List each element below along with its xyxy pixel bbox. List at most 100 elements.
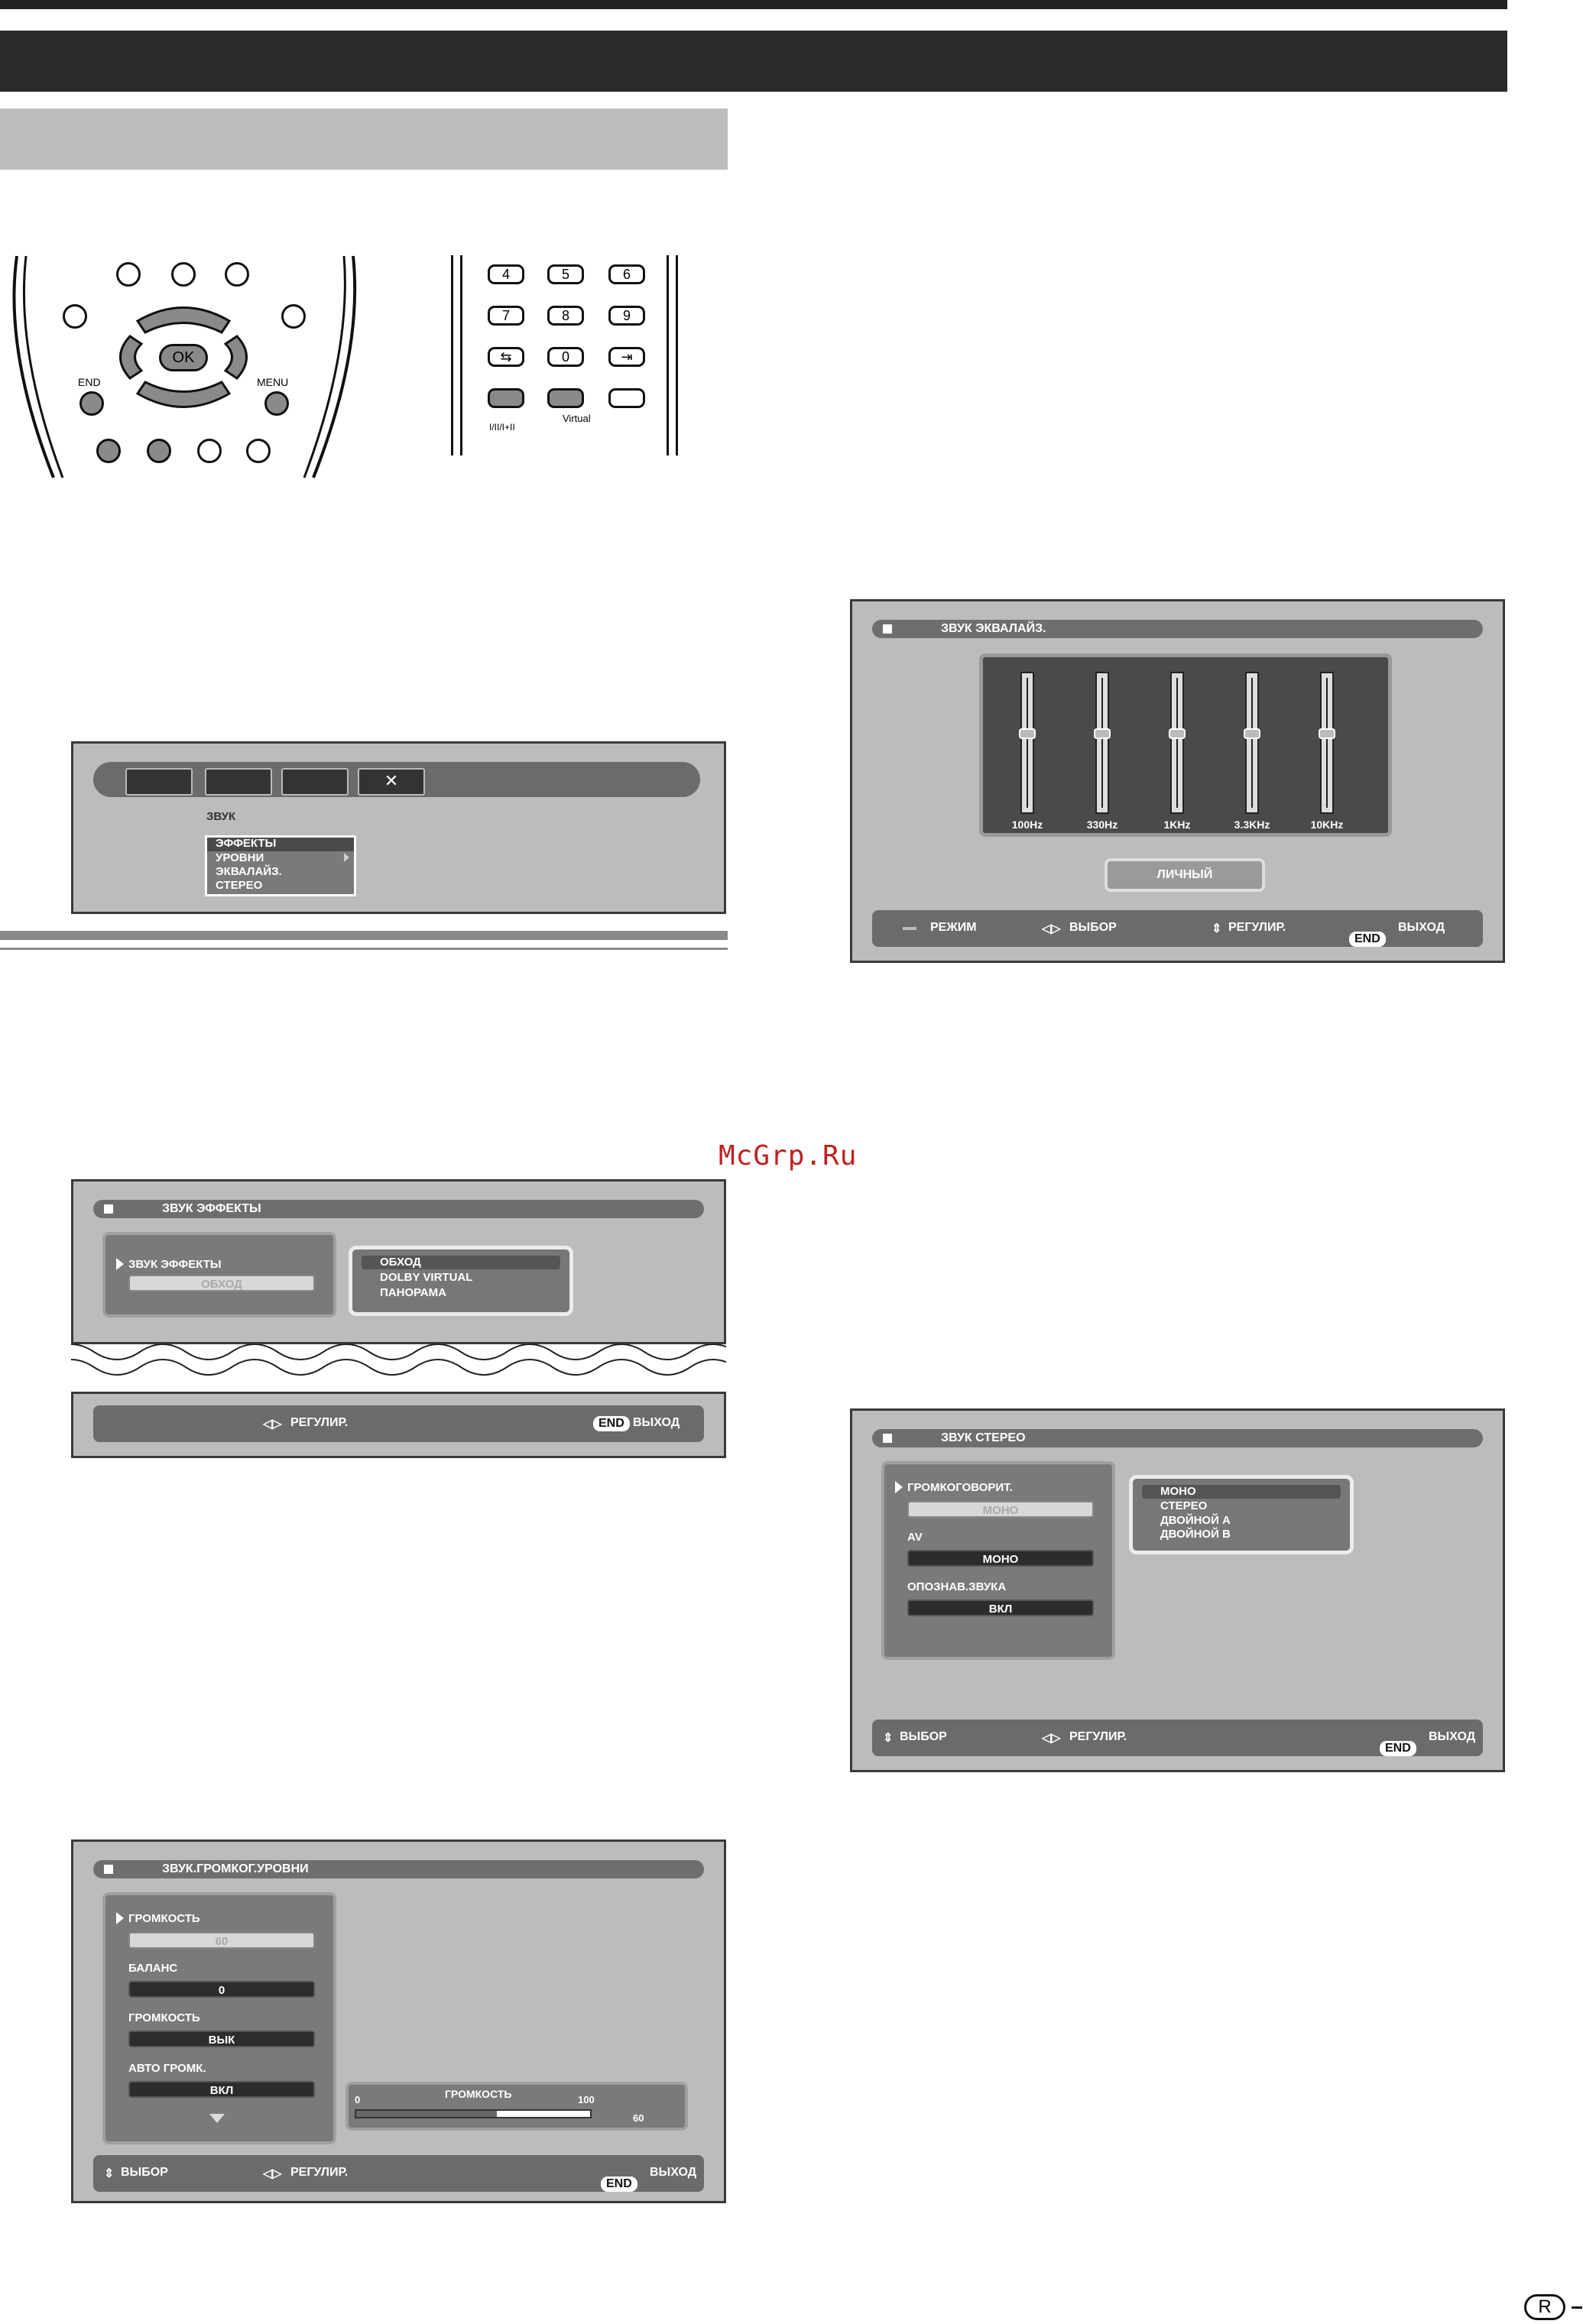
eq-slider-track[interactable] xyxy=(1245,672,1259,814)
option-bypass[interactable]: ОБХОД xyxy=(380,1256,421,1269)
level-value-volume-2[interactable]: ВЫК xyxy=(128,2031,315,2047)
effects-options-popup: ОБХОД DOLBY VIRTUAL ПАНОРАМА xyxy=(349,1246,573,1316)
effects-value-field[interactable]: ОБХОД xyxy=(128,1275,315,1292)
menu-label: MENU xyxy=(257,376,289,388)
remote-button xyxy=(225,262,249,287)
option-stereo[interactable]: СТЕРЕО xyxy=(1160,1499,1208,1512)
eq-slider-track[interactable] xyxy=(1170,672,1184,814)
section-divider-thin xyxy=(0,948,728,950)
key-6: 6 xyxy=(608,264,645,284)
input-key: ⇥ xyxy=(608,347,645,367)
eq-slider-track[interactable] xyxy=(1320,672,1334,814)
eq-band-label: 3.3KHz xyxy=(1234,818,1270,831)
eq-slider-knob[interactable] xyxy=(1169,728,1186,739)
menu-item-stereo[interactable]: СТЕРЕО xyxy=(216,879,263,892)
clock-tab-icon[interactable] xyxy=(281,768,349,796)
footer-adjust: РЕГУЛИР. xyxy=(1228,921,1286,934)
stereo-title: ЗВУК СТЕРЕО xyxy=(941,1431,1026,1444)
teletext-button xyxy=(281,304,306,329)
wide-key xyxy=(608,388,645,408)
menu-item-levels[interactable]: УРОВНИ xyxy=(216,851,264,864)
stereo-value-speaker[interactable]: МОНО xyxy=(907,1501,1094,1518)
stereo-title-bar: ЗВУК СТЕРЕО xyxy=(872,1429,1483,1447)
watermark: McGrp.Ru xyxy=(719,1140,858,1172)
footer-adjust: РЕГУЛИР. xyxy=(290,2166,349,2179)
picture-tab-icon[interactable] xyxy=(125,768,193,796)
option-highlight xyxy=(1142,1485,1341,1499)
eq-slider-knob[interactable] xyxy=(1244,728,1260,739)
footer-exit: ВЫХОД xyxy=(633,1416,680,1429)
level-label-volume-2: ГРОМКОСТЬ xyxy=(128,2011,200,2024)
footer-color-key xyxy=(903,927,916,930)
footer-adjust: РЕГУЛИР. xyxy=(1069,1730,1127,1743)
color-button xyxy=(147,439,171,463)
meter-track xyxy=(355,2109,592,2118)
option-panorama[interactable]: ПАНОРАМА xyxy=(380,1286,446,1299)
menu-list xyxy=(205,835,356,896)
audio-tab-icon[interactable] xyxy=(205,768,272,796)
color-button xyxy=(197,439,222,463)
eq-slider-knob[interactable] xyxy=(1019,728,1036,739)
key-7: 7 xyxy=(488,306,524,326)
effects-top: ЗВУК ЭФФЕКТЫ ЗВУК ЭФФЕКТЫ ОБХОД ОБХОД DO… xyxy=(71,1179,726,1344)
section-divider xyxy=(0,931,728,940)
footer-exit: ВЫХОД xyxy=(650,2166,697,2179)
footer-select: ВЫБОР xyxy=(1069,921,1117,934)
eq-preset-button[interactable]: ЛИЧНЫЙ xyxy=(1105,858,1265,892)
end-key: END xyxy=(601,2177,637,2192)
key-8: 8 xyxy=(547,306,584,326)
eq-title-bar: ЗВУК ЭКВАЛАЙЗ. xyxy=(872,620,1483,638)
footer-lr-icon: ◁▷ xyxy=(1042,1732,1061,1745)
level-value-volume[interactable]: 60 xyxy=(128,1932,315,1949)
tools-tab-icon[interactable]: ✕ xyxy=(358,768,425,796)
option-dual-b[interactable]: ДВОЙНОЙ В xyxy=(1160,1528,1231,1541)
cut-wave-icon xyxy=(71,1344,726,1376)
eq-slider-track[interactable] xyxy=(1095,672,1109,814)
effects-title: ЗВУК ЭФФЕКТЫ xyxy=(162,1202,261,1215)
color-button xyxy=(96,439,121,463)
end-button xyxy=(79,391,104,416)
eq-slider-knob[interactable] xyxy=(1094,728,1111,739)
eq-slider-track[interactable] xyxy=(1020,672,1034,814)
menu-item-effects[interactable]: ЭФФЕКТЫ xyxy=(216,837,277,850)
option-dolby-virtual[interactable]: DOLBY VIRTUAL xyxy=(380,1271,473,1284)
option-dual-a[interactable]: ДВОЙНОЙ А xyxy=(1160,1514,1231,1527)
eq-slider-knob[interactable] xyxy=(1319,728,1335,739)
eq-band-label: 100Hz xyxy=(1011,818,1043,831)
virtual-key xyxy=(547,388,584,408)
stereo-value-av[interactable]: МОНО xyxy=(907,1550,1094,1567)
stereo-value-sound-detect[interactable]: ВКЛ xyxy=(907,1600,1094,1616)
option-mono[interactable]: МОНО xyxy=(1160,1485,1196,1498)
selection-arrow-icon xyxy=(895,1481,903,1493)
level-value-auto-volume[interactable]: ВКЛ xyxy=(128,2081,315,2098)
submenu-arrow-icon xyxy=(344,853,349,862)
stereo-label-av: AV xyxy=(907,1531,923,1544)
menu-item-equalizer[interactable]: ЭКВАЛАЙЗ. xyxy=(216,865,282,878)
footer-exit: ВЫХОД xyxy=(1398,921,1445,934)
stereo-footer: ⇕ ВЫБОР ◁▷ РЕГУЛИР. END ВЫХОД xyxy=(872,1720,1483,1756)
footer-end-group: END xyxy=(593,1416,634,1431)
footer-lr-icon: ◁▷ xyxy=(263,2167,282,2180)
header-bar xyxy=(0,31,1507,92)
menu-highlight xyxy=(207,838,354,851)
footer-exit: ВЫХОД xyxy=(1429,1730,1476,1743)
effects-title-bar: ЗВУК ЭФФЕКТЫ xyxy=(93,1200,704,1218)
top-rule xyxy=(0,0,1507,9)
menu-button xyxy=(264,391,289,416)
level-value-balance[interactable]: 0 xyxy=(128,1981,315,1998)
meter-value: 60 xyxy=(633,2112,644,2124)
footer-adjust: РЕГУЛИР. xyxy=(290,1416,349,1429)
remote-button xyxy=(116,262,141,287)
footer-select: ВЫБОР xyxy=(900,1730,947,1743)
stereo-options-popup: МОНО СТЕРЕО ДВОЙНОЙ А ДВОЙНОЙ В xyxy=(1129,1475,1354,1554)
scroll-down-icon[interactable] xyxy=(209,2114,225,2123)
levels-title-bar: ЗВУК.ГРОМКОГ.УРОВНИ xyxy=(93,1860,704,1878)
level-label-volume: ГРОМКОСТЬ xyxy=(128,1912,200,1925)
virtual-label: Virtual xyxy=(563,413,591,424)
eq-band-label: 1KHz xyxy=(1163,818,1191,831)
footer-lr-icon: ◁▷ xyxy=(263,1418,282,1431)
key-0: 0 xyxy=(547,347,584,367)
end-key: END xyxy=(593,1416,630,1431)
footer-ud-icon: ⇕ xyxy=(104,2167,115,2180)
footer-mode: РЕЖИМ xyxy=(930,921,977,934)
